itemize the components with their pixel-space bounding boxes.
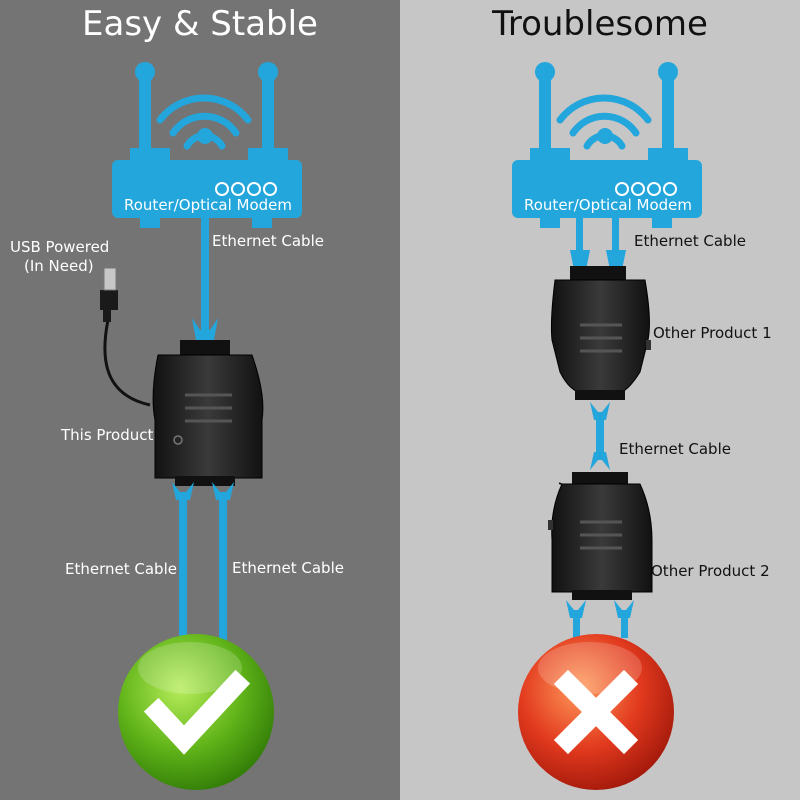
check-icon: [118, 634, 274, 790]
this-product-label: This Product: [61, 426, 154, 444]
ethernet-cable-top: [192, 218, 218, 340]
left-panel: Easy & Stable: [0, 0, 400, 800]
ethernet-cable-bottom-right: [212, 482, 234, 648]
adapter-other-product-2: [548, 472, 653, 600]
ethernet-cable-top: [570, 218, 626, 270]
cross-icon: [518, 634, 674, 790]
left-diagram: [100, 62, 302, 790]
left-ethernet-top-label: Ethernet Cable: [212, 232, 324, 250]
other-product-2-label: Other Product 2: [651, 562, 770, 580]
usb-powered-label: USB Powered: [10, 238, 110, 256]
adapter-other-product-1: [550, 266, 651, 400]
router-icon: [512, 62, 702, 228]
other-product-1-label: Other Product 1: [653, 324, 772, 342]
router-icon: [112, 62, 302, 228]
adapter-this-product: [152, 340, 264, 486]
right-title: Troublesome: [492, 4, 708, 44]
right-diagram: [512, 62, 702, 790]
ethernet-cable-middle: [590, 402, 610, 470]
right-ethernet-middle-label: Ethernet Cable: [619, 440, 731, 458]
left-router-label: Router/Optical Modem: [124, 196, 292, 214]
right-panel: Troublesome: [400, 0, 800, 800]
usb-in-need-label: (In Need): [24, 257, 94, 275]
left-ethernet-bottom-left-label: Ethernet Cable: [65, 560, 177, 578]
ethernet-cable-bottom-left: [172, 482, 194, 648]
right-ethernet-top-label: Ethernet Cable: [634, 232, 746, 250]
left-title: Easy & Stable: [82, 4, 318, 44]
usb-cable: [100, 267, 151, 407]
right-router-label: Router/Optical Modem: [524, 196, 692, 214]
ethernet-cable-bottom: [566, 600, 634, 638]
left-ethernet-bottom-right-label: Ethernet Cable: [232, 559, 344, 577]
